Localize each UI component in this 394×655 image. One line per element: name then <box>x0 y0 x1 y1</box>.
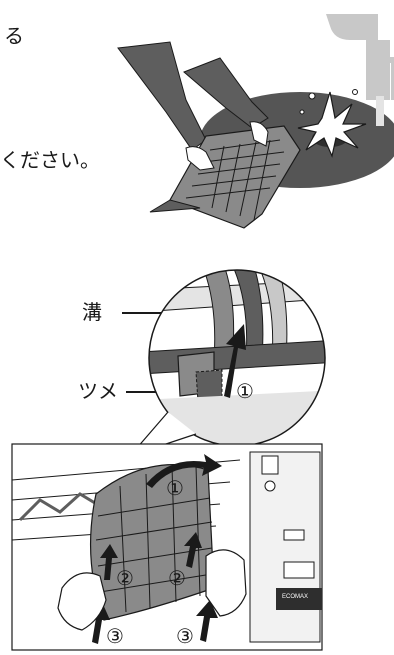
air-filter-washing <box>149 125 301 229</box>
up-arrow-icon <box>184 532 202 568</box>
brand-plate: ECOMAX <box>282 594 309 600</box>
step-3-marker-left: ③ <box>106 624 124 648</box>
filter-washing-illustration <box>117 14 394 229</box>
tab-label: ツメ <box>78 379 118 403</box>
curved-arrow-icon <box>146 454 222 488</box>
up-arrow-icon <box>196 600 218 642</box>
step-1-marker: ① <box>166 476 184 500</box>
step-2-marker-left: ② <box>116 566 134 590</box>
step-3-marker-right: ③ <box>176 624 194 648</box>
groove-label: 溝 <box>82 300 102 324</box>
air-filter-installing <box>89 464 215 621</box>
right-hand <box>205 549 247 617</box>
instruction-fragment-2: ください。 <box>0 148 100 172</box>
indoor-unit-frame <box>11 443 323 651</box>
instruction-fragment-1: る <box>4 24 24 48</box>
step-1-marker-magnified: ① <box>236 379 254 403</box>
step-2-marker-right: ② <box>168 566 186 590</box>
left-hand <box>57 572 107 631</box>
magnified-detail <box>149 270 325 446</box>
